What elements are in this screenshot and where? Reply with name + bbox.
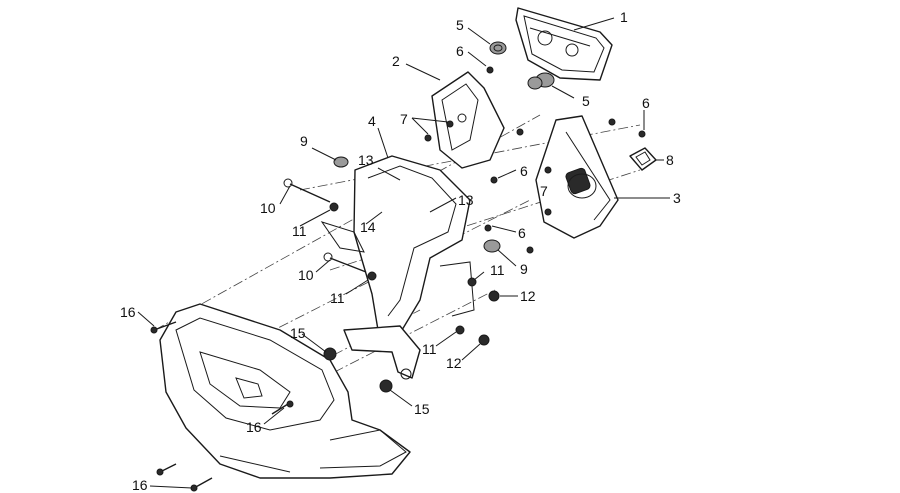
callout-7-right: 7 (540, 183, 548, 199)
grommet-upper (489, 41, 507, 55)
rubber-seal (629, 147, 657, 171)
callout-12-a: 12 (520, 288, 536, 304)
nut-15b (379, 379, 393, 393)
callout-13-left: 13 (358, 152, 374, 168)
callout-1: 1 (620, 9, 628, 25)
callout-6-mid: 6 (520, 163, 528, 179)
callout-11-d: 11 (422, 341, 437, 357)
callout-7-left: 7 (400, 111, 408, 127)
nut-12a (488, 290, 500, 302)
screws-6 (484, 66, 646, 254)
clips-7 (424, 120, 552, 174)
left-cover-panel (431, 71, 505, 169)
nut-11a (329, 202, 339, 212)
callout-14: 14 (360, 219, 376, 235)
callout-5-lower: 5 (582, 93, 590, 109)
callout-13-right: 13 (458, 192, 474, 208)
leader-lines (137, 17, 670, 489)
bolt-16c (156, 463, 213, 492)
callout-12-b: 12 (446, 355, 462, 371)
callout-6-top: 6 (456, 43, 464, 59)
callout-16-mid: 16 (246, 419, 262, 435)
nut-11d (455, 325, 465, 335)
callout-5-upper: 5 (456, 17, 464, 33)
nut-12b (478, 334, 490, 346)
callout-15-lower: 15 (414, 401, 430, 417)
washer-9a (333, 156, 349, 168)
right-cover-panel (535, 115, 619, 239)
callout-labels: 1 2 3 4 5 5 6 6 6 6 7 7 8 9 9 10 10 11 1… (120, 9, 681, 493)
callout-9-left: 9 (300, 133, 308, 149)
callout-11-b: 11 (330, 290, 345, 306)
grommet-lower (527, 72, 555, 90)
callout-6-low: 6 (518, 225, 526, 241)
bracket-frame (320, 155, 475, 380)
callout-9-right: 9 (520, 261, 528, 277)
nut-15a (323, 347, 337, 361)
callout-8: 8 (666, 152, 674, 168)
bolt-16b (271, 400, 294, 415)
long-bolt-10a (283, 178, 331, 203)
callout-4: 4 (368, 113, 376, 129)
callout-10-lower: 10 (298, 267, 314, 283)
nut-11b (367, 271, 377, 281)
callout-16-top: 16 (120, 304, 136, 320)
callout-3: 3 (673, 190, 681, 206)
callout-2: 2 (392, 53, 400, 69)
callout-11-a: 11 (292, 223, 307, 239)
callout-16-bottom: 16 (132, 477, 148, 493)
headlight-assembly (159, 303, 411, 479)
instrument-cluster (515, 7, 613, 81)
washer-9b (483, 239, 501, 253)
callout-15-upper: 15 (290, 325, 306, 341)
bolt-16a (150, 321, 177, 334)
callout-6-right: 6 (642, 95, 650, 111)
callout-10-upper: 10 (260, 200, 276, 216)
callout-11-c: 11 (490, 262, 505, 278)
long-bolt-10b (323, 252, 367, 273)
